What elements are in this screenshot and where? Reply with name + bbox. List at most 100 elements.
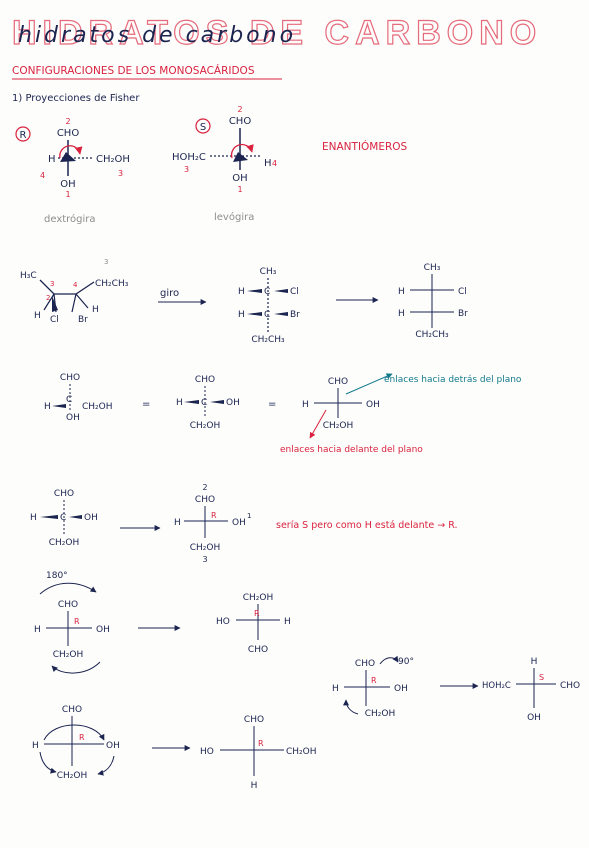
wedge-bond — [210, 400, 224, 404]
note-front-text: enlaces hacia delante del plano — [280, 445, 423, 455]
group-top: CHO — [355, 659, 375, 669]
wedge-bond — [52, 404, 66, 408]
config-badge: R — [20, 130, 27, 141]
row7-molecule-a: CHO H R OH CH₂OH — [32, 705, 120, 781]
wedge-bond — [247, 289, 262, 293]
atom: H — [174, 518, 181, 528]
atom: C — [201, 398, 207, 408]
atom: H — [302, 400, 309, 410]
atom: H — [32, 741, 39, 751]
atom: H — [92, 305, 99, 315]
atom: OH — [96, 625, 110, 635]
group-right: CHO — [560, 681, 580, 691]
wedge-bond — [247, 312, 262, 316]
atom: Cl — [50, 315, 59, 325]
atom: OH — [394, 684, 408, 694]
atom: C — [264, 287, 270, 297]
group-bottom: OH — [66, 413, 80, 423]
equals-sign: = — [268, 399, 276, 410]
priority-number: 4 — [272, 159, 277, 168]
substituent-bonds — [43, 293, 89, 313]
row5-rotation: 180° — [39, 571, 101, 674]
rotation-angle: 180° — [46, 571, 68, 581]
atom: H — [238, 287, 245, 297]
wedge-bond — [40, 515, 58, 519]
priority-number: 4 — [73, 281, 78, 289]
wedge-bond — [184, 400, 199, 404]
arrow-to-back-note — [345, 373, 393, 395]
group-top: CHO — [58, 600, 78, 610]
wedge-bond — [69, 515, 82, 519]
atom: H — [398, 309, 405, 319]
rotation-arrow — [59, 145, 83, 159]
group-bottom: CH₂CH₃ — [251, 335, 285, 345]
row4-molecule-a: CHO H C OH CH₂OH — [30, 489, 98, 548]
caption: levógira — [214, 211, 254, 223]
group-right: CH₂OH — [96, 154, 130, 165]
config-badge: R — [79, 733, 85, 742]
rotation-arrow — [230, 143, 254, 159]
priority-number: 3 — [202, 555, 207, 564]
atom: C — [60, 513, 66, 523]
atom: Br — [290, 310, 300, 320]
row3-molecule-c: CHO H OH CH₂OH — [302, 377, 380, 431]
caption: dextrógira — [44, 213, 96, 225]
wedge-bond — [60, 152, 76, 162]
group: CH₂CH₃ — [95, 279, 129, 289]
priority-number: 3 — [118, 169, 123, 178]
atom: HO — [200, 747, 214, 757]
group-top: CHO — [60, 373, 80, 383]
atom: OH — [232, 518, 246, 528]
wedge-bond — [52, 296, 58, 312]
atom: OH — [84, 513, 98, 523]
atom: H — [30, 513, 37, 523]
atom: C — [264, 310, 270, 320]
config-badge: R — [211, 511, 217, 520]
atom: H — [238, 310, 245, 320]
page-title-script: hidratos de carbono — [18, 23, 296, 48]
giro-label: giro — [160, 288, 179, 299]
priority-number: 2 — [46, 294, 50, 302]
atom: HO — [216, 617, 230, 627]
arrow-to-front-note — [309, 409, 327, 439]
config-badge: S — [539, 673, 544, 682]
row5-molecule-b: CH₂OH HO R H CHO — [216, 593, 291, 655]
config-badge: S — [200, 122, 206, 133]
badge-circle — [195, 118, 211, 134]
group-bottom: CH₂CH₃ — [415, 330, 449, 340]
rotation-arc-right — [97, 755, 115, 776]
group-top: CHO — [57, 128, 80, 139]
rotation-angle: 90° — [398, 657, 414, 667]
rotation-arrow — [379, 655, 399, 665]
atom: Cl — [458, 287, 467, 297]
rotation-arc-top — [39, 582, 97, 595]
row7-molecule-b: CHO HO R CH₂OH H — [200, 715, 317, 791]
priority-number: 3 — [104, 258, 108, 266]
atom: OH — [226, 398, 240, 408]
subheading: 1) Proyecciones de Fisher — [12, 93, 140, 104]
equals-sign: = — [142, 399, 150, 410]
group-right: CH₂OH — [286, 747, 317, 757]
atom: H — [34, 625, 41, 635]
priority-number: 2 — [237, 105, 242, 114]
group-bottom: CH₂OH — [53, 650, 84, 660]
priority-number: 2 — [202, 483, 207, 492]
group-top: CHO — [244, 715, 264, 725]
group-bottom: CH₂OH — [49, 538, 80, 548]
rule-note: sería S pero como H está delante → R. — [276, 520, 458, 531]
fischer-r-dextrogira: R 2 CHO H 4 CH₂OH 3 OH 1 dextrógira — [15, 117, 130, 225]
group-bottom: CH₂OH — [190, 421, 221, 431]
row6-molecule-b: H HOH₂C S CHO OH — [482, 657, 580, 723]
wedge-projection: CH₃ H C Cl H C Br CH₂CH₃ — [238, 267, 300, 345]
row4-molecule-b: 2 CHO H R OH 1 CH₂OH 3 — [174, 483, 251, 564]
row5-molecule-a: CHO H R OH CH₂OH — [34, 600, 110, 660]
note-back-plane: enlaces hacia detrás del plano — [384, 375, 522, 385]
fischer-s-levogira: S 2 CHO HOH₂C 3 H 4 OH 1 levógira — [172, 105, 277, 223]
bond-horizontal — [410, 289, 454, 313]
note-back-text: enlaces hacia detrás del plano — [384, 375, 522, 385]
config-badge: R — [258, 739, 264, 748]
wedge-bond — [274, 312, 288, 316]
group-top: CH₂OH — [243, 593, 274, 603]
priority-number: 1 — [65, 190, 70, 199]
